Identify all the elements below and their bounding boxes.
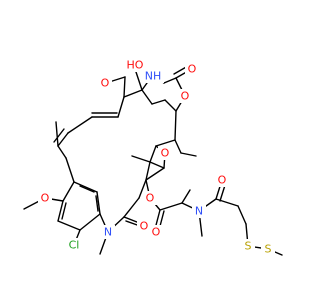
atom-s-2-text: S bbox=[265, 243, 272, 256]
atom-o-amide-carbonyl: O bbox=[215, 173, 229, 187]
label-background bbox=[261, 242, 275, 256]
atom-o-ester-text: O bbox=[146, 192, 155, 205]
bond-line bbox=[138, 179, 147, 199]
atom-o-methoxy-left: O bbox=[38, 191, 52, 205]
atom-s-2: S bbox=[261, 242, 275, 256]
label-background bbox=[98, 76, 112, 90]
bond-line bbox=[79, 185, 95, 193]
bond-line bbox=[67, 116, 93, 134]
bond-line bbox=[141, 89, 153, 105]
atom-o-carbamate-carbonyl-text: O bbox=[188, 63, 197, 76]
bond-line bbox=[123, 89, 143, 98]
label-background bbox=[241, 239, 255, 253]
atom-o-hydroxy: HO bbox=[124, 58, 146, 72]
bond-line bbox=[65, 157, 75, 183]
label-background bbox=[215, 173, 229, 187]
bond-line bbox=[57, 132, 69, 147]
bond-line bbox=[145, 167, 165, 181]
atom-o-ring-carbamate-text: O bbox=[181, 90, 190, 103]
bond-line bbox=[61, 202, 67, 220]
label-background bbox=[63, 238, 85, 252]
atom-o-ester: O bbox=[143, 191, 157, 205]
atom-labels: O HO NH O O O O O bbox=[38, 58, 275, 256]
bond-line bbox=[145, 161, 151, 181]
atom-n-amide-text: N bbox=[195, 205, 203, 218]
label-background bbox=[137, 219, 151, 233]
bond-line bbox=[79, 213, 101, 231]
label-background bbox=[101, 225, 115, 239]
bond-line bbox=[159, 202, 183, 211]
bond-line bbox=[55, 121, 59, 147]
bond-line bbox=[163, 77, 177, 84]
label-background bbox=[158, 146, 172, 160]
label-background bbox=[192, 204, 206, 218]
label-background bbox=[38, 191, 52, 205]
label-background bbox=[185, 62, 199, 76]
atom-o-epoxide-text: O bbox=[161, 147, 170, 160]
bond-line bbox=[123, 197, 140, 218]
bond-line bbox=[57, 200, 64, 222]
bond-line bbox=[149, 145, 157, 163]
bond-line bbox=[73, 181, 98, 193]
atom-cl: Cl bbox=[63, 238, 85, 252]
bond-line bbox=[62, 181, 75, 202]
bond-line bbox=[151, 99, 166, 105]
atom-o-ester-carbonyl-text: O bbox=[152, 226, 161, 239]
atom-n-carbamate-text: NH bbox=[145, 70, 162, 83]
bond-line bbox=[57, 220, 81, 231]
atom-o-ester-carbonyl: O bbox=[149, 225, 163, 239]
atom-s-1: S bbox=[241, 239, 255, 253]
atom-n-lactam-text: N bbox=[104, 226, 112, 239]
bond-line bbox=[181, 189, 191, 204]
atom-n-lactam: N bbox=[101, 225, 115, 239]
atom-o-hydroxy-text: HO bbox=[127, 59, 144, 72]
atom-o-amide-carbonyl-text: O bbox=[218, 174, 227, 187]
bond-line bbox=[155, 139, 176, 147]
atom-o-methoxy-top-text: O bbox=[101, 77, 110, 90]
label-background bbox=[143, 191, 157, 205]
label-background bbox=[178, 89, 192, 103]
atom-s-1-text: S bbox=[245, 240, 252, 253]
bond-line bbox=[95, 195, 99, 212]
label-background bbox=[124, 58, 146, 72]
bond-line bbox=[180, 152, 197, 157]
label-background bbox=[143, 69, 164, 83]
atom-o-lactam-carbonyl-text: O bbox=[140, 220, 149, 233]
atom-n-carbamate: NH bbox=[143, 69, 164, 83]
atom-n-amide: N bbox=[192, 204, 206, 218]
bond-line bbox=[164, 99, 177, 112]
atom-o-carbamate-carbonyl: O bbox=[185, 62, 199, 76]
bond-line bbox=[53, 128, 65, 143]
atom-o-epoxide: O bbox=[158, 146, 172, 160]
bond-line bbox=[96, 191, 101, 215]
atom-o-lactam-carbonyl: O bbox=[137, 219, 151, 233]
bond-line bbox=[117, 96, 125, 118]
atom-o-ring-carbamate: O bbox=[178, 89, 192, 103]
label-background bbox=[149, 225, 163, 239]
bond-line bbox=[174, 110, 177, 141]
bond-line bbox=[123, 76, 126, 98]
bond-line bbox=[57, 145, 67, 159]
bond-line bbox=[131, 155, 151, 163]
bond-line bbox=[174, 139, 182, 154]
molecule-structure: O HO NH O O O O O bbox=[23, 58, 283, 256]
bond-line bbox=[149, 161, 165, 169]
atom-o-methoxy-top: O bbox=[98, 76, 112, 90]
atom-o-methoxy-left-text: O bbox=[41, 192, 50, 205]
atom-cl-text: Cl bbox=[69, 239, 80, 252]
bond-line bbox=[237, 205, 247, 225]
bond-line bbox=[215, 198, 239, 207]
